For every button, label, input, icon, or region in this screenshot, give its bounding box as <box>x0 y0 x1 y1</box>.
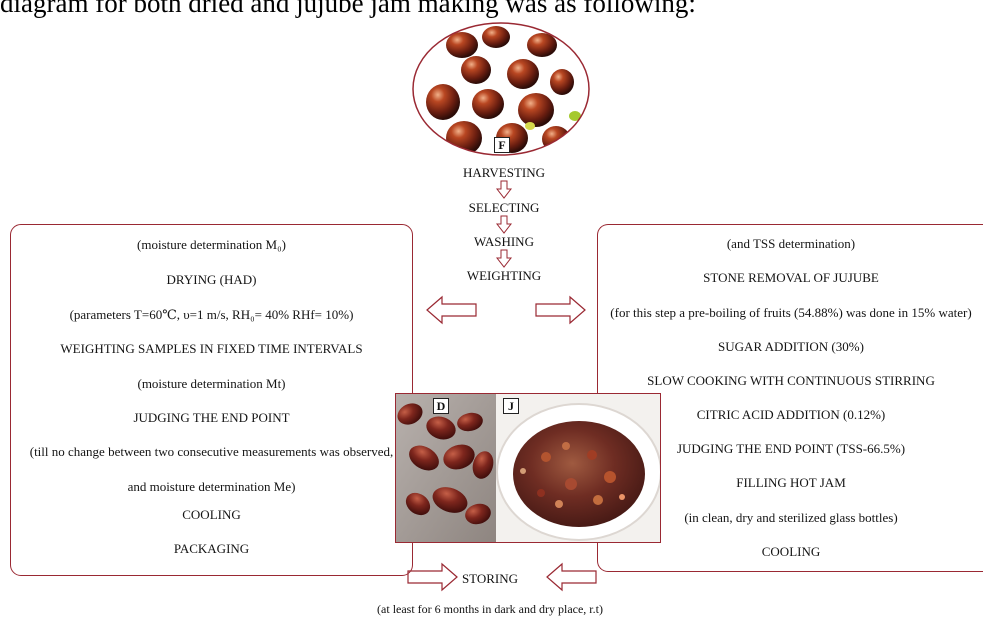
left-line-10: PACKAGING <box>173 541 250 556</box>
right-line-6: CITRIC ACID ADDITION (0.12%) <box>696 407 886 422</box>
right-line-4: SUGAR ADDITION (30%) <box>718 339 864 354</box>
fresh-jujube-image <box>412 22 590 156</box>
left-line-9: COOLING <box>182 507 241 522</box>
left-line-4: WEIGHTING SAMPLES IN FIXED TIME INTERVAL… <box>60 341 363 356</box>
left-line-6: JUDGING THE END POINT <box>133 410 290 425</box>
fruit-5 <box>507 59 539 89</box>
left-line-7: (till no change between two consecutive … <box>29 444 394 459</box>
fruit-9 <box>518 93 554 127</box>
label-f: F <box>494 137 510 153</box>
left-line-8: and moisture determination Me) <box>127 479 296 494</box>
intro-text: diagram for both dried and jujube jam ma… <box>0 0 696 18</box>
product-photos <box>396 394 662 542</box>
oval-frame <box>412 22 590 156</box>
right-line-10: COOLING <box>761 544 821 559</box>
left-line-5: (moisture determination Mt) <box>137 376 286 391</box>
fruit-12 <box>542 126 570 152</box>
fruit-1 <box>446 32 478 58</box>
step-selecting: SELECTING <box>468 200 540 215</box>
step-storing: STORING <box>461 571 519 586</box>
storage-note: (at least for 6 months in dark and dry p… <box>377 602 603 616</box>
fruit-8 <box>472 89 504 119</box>
left-arrow-icon <box>426 295 477 325</box>
left-line-3: (parameters T=60℃, υ=1 m/s, RH₀= 40% RHf… <box>69 307 354 322</box>
left-line-2: DRYING (HAD) <box>166 272 257 287</box>
down-arrow-icon <box>495 249 513 268</box>
fruit-4 <box>461 56 491 84</box>
fresh-jujube-oval-image: F <box>412 22 590 156</box>
right-line-8: FILLING HOT JAM <box>736 475 846 490</box>
left-to-storing-arrow-icon <box>546 562 597 592</box>
right-arrow-icon <box>535 295 586 325</box>
step-washing: WASHING <box>474 234 534 249</box>
fruit-7 <box>426 84 460 120</box>
leaf-detail-2 <box>525 122 535 130</box>
dried-jujube-process-box: (moisture determination M₀) DRYING (HAD)… <box>10 224 413 576</box>
right-line-9: (in clean, dry and sterilized glass bott… <box>684 510 898 525</box>
step-harvesting: HARVESTING <box>462 165 545 180</box>
right-line-5: SLOW COOKING WITH CONTINUOUS STIRRING <box>647 373 935 388</box>
label-j: J <box>503 398 519 414</box>
fruit-6 <box>550 69 574 95</box>
dried-and-jam-images: D J <box>395 393 662 543</box>
right-line-2: STONE REMOVAL OF JUJUBE <box>703 270 879 285</box>
leaf-detail-1 <box>569 111 581 121</box>
right-line-1: (and TSS determination) <box>726 236 856 251</box>
label-d: D <box>433 398 449 414</box>
fruit-3 <box>527 33 557 57</box>
fruit-2 <box>482 26 510 48</box>
down-arrow-icon <box>495 180 513 199</box>
right-line-7: JUDGING THE END POINT (TSS-66.5%) <box>676 441 906 456</box>
step-weighting: WEIGHTING <box>466 268 542 283</box>
down-arrow-icon <box>495 215 513 234</box>
right-to-storing-arrow-icon <box>407 562 458 592</box>
right-line-3: (for this step a pre-boiling of fruits (… <box>610 305 972 320</box>
left-line-1: (moisture determination M₀) <box>137 237 286 252</box>
